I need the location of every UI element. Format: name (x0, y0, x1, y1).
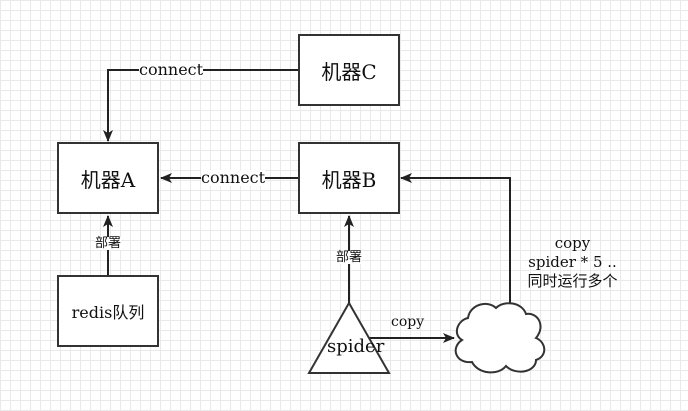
redis-queue-node: redis队列 (57, 275, 159, 347)
machine-a-node: 机器A (57, 142, 159, 214)
machine-b-node: 机器B (298, 142, 400, 214)
copy-note: copy spider * 5 .. 同时运行多个 (515, 234, 630, 291)
copy-note-line3: 同时运行多个 (527, 272, 618, 290)
edge-b-to-a-label: connect (201, 168, 266, 187)
edge-cloud-to-b (400, 173, 511, 305)
edge-redis-to-a-label: 部署 (95, 236, 122, 251)
machine-c-label: 机器C (321, 59, 377, 84)
copy-note-line2: spider * 5 .. (528, 253, 617, 271)
spider-label: spider (327, 336, 385, 357)
copy-note-line1: copy (554, 234, 591, 252)
edge-c-to-a-label: connect (139, 60, 204, 79)
edge-c-to-a (103, 69, 299, 142)
redis-queue-label: redis队列 (71, 303, 145, 322)
machine-a-label: 机器A (80, 167, 136, 192)
edge-spider-to-b-label: 部署 (336, 250, 363, 265)
cloud-shape (454, 302, 546, 374)
machine-b-label: 机器B (321, 167, 377, 192)
edge-spider-to-cloud-label: copy (391, 314, 425, 330)
spider-triangle (307, 300, 391, 374)
machine-c-node: 机器C (298, 34, 400, 106)
